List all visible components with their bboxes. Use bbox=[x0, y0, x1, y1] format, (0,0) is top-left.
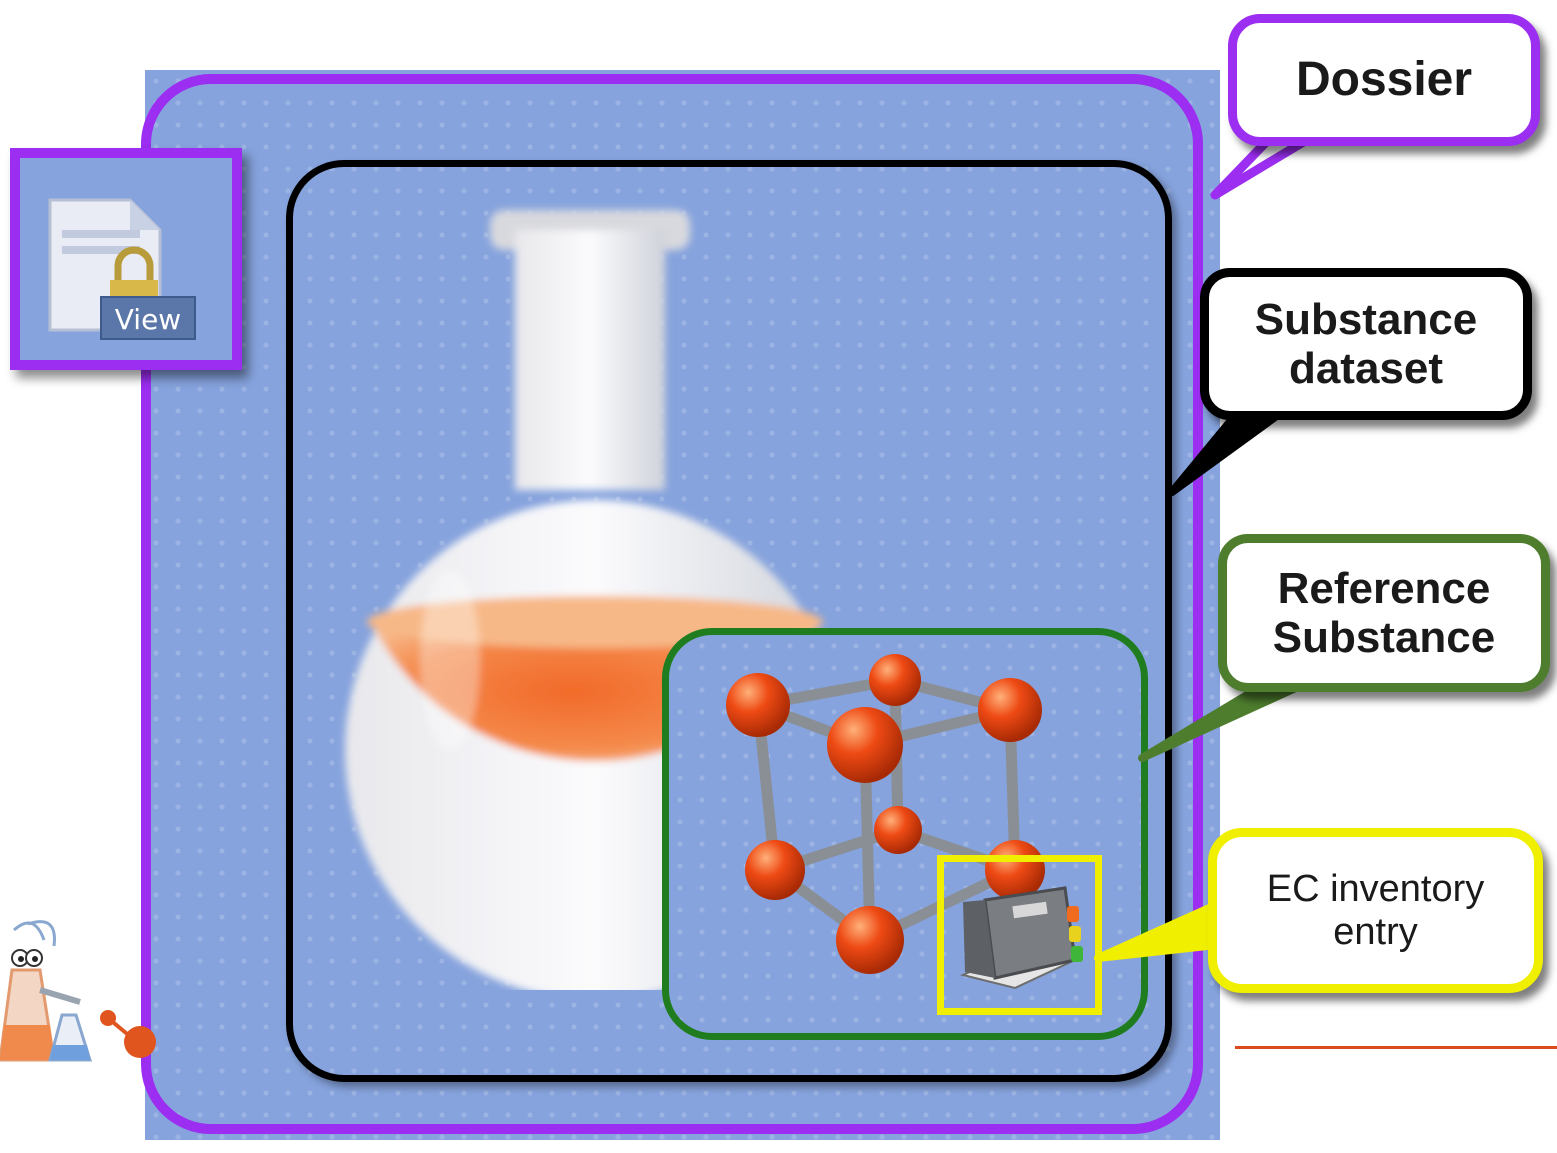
callout-ec-inventory-entry: EC inventory entry bbox=[1208, 828, 1543, 993]
chemistry-mascot-icon bbox=[0, 920, 156, 1062]
substance-dataset-box bbox=[286, 160, 1172, 1082]
view-label: View bbox=[100, 296, 196, 340]
callout-substance-dataset: Substance dataset bbox=[1200, 268, 1532, 420]
callout-reference-substance: Reference Substance bbox=[1218, 534, 1550, 692]
dossier-box bbox=[141, 74, 1203, 1134]
callout-substance-dataset-label: Substance dataset bbox=[1254, 294, 1478, 393]
callout-dossier-label: Dossier bbox=[1295, 53, 1473, 107]
callout-dossier: Dossier bbox=[1228, 14, 1540, 146]
callout-ec-inventory-entry-label: EC inventory entry bbox=[1266, 867, 1485, 953]
callout-reference-substance-label: Reference Substance bbox=[1272, 563, 1496, 662]
ec-inventory-entry-box bbox=[937, 855, 1102, 1015]
accent-divider-line bbox=[1235, 1046, 1557, 1049]
book-icon bbox=[959, 886, 1083, 990]
